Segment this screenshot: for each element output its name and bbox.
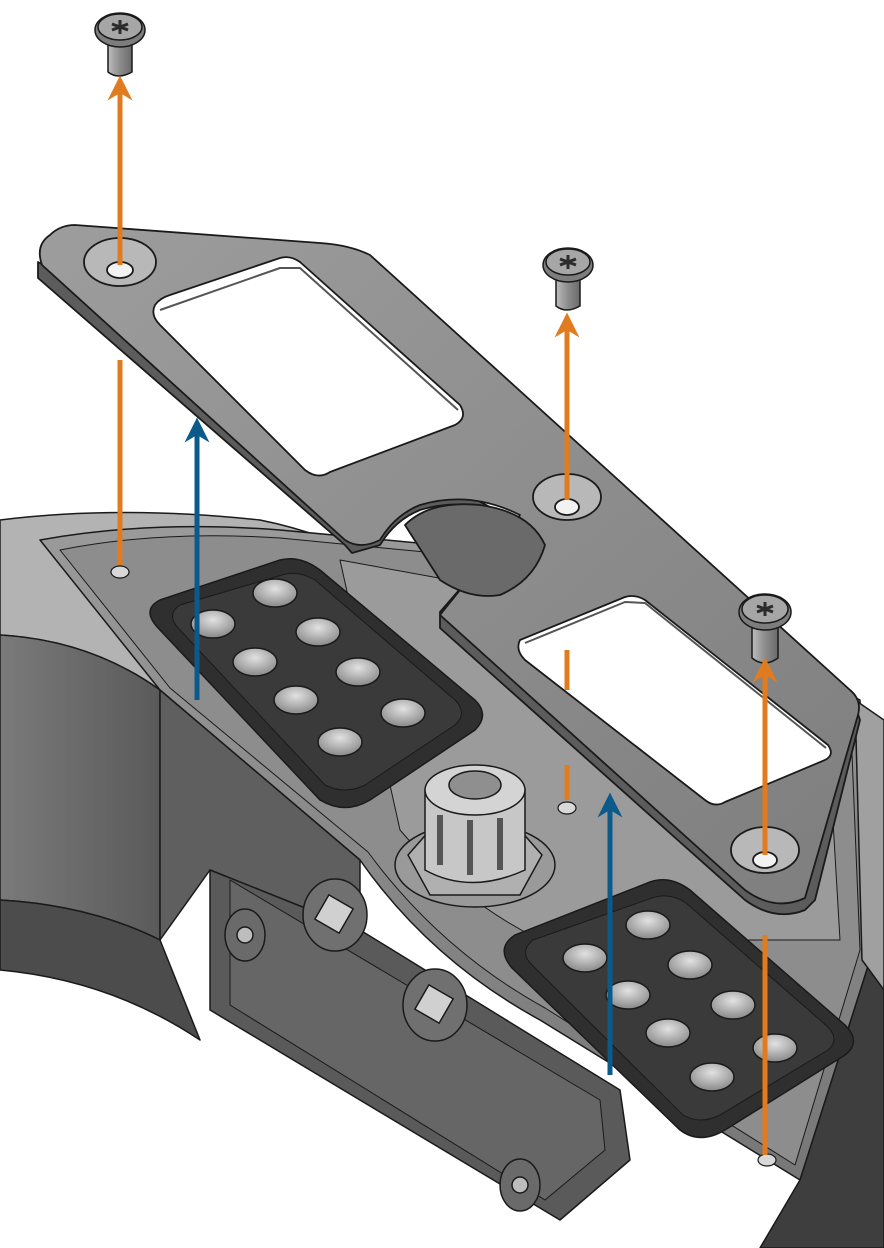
connector-upper-face xyxy=(172,572,462,791)
plate-cutout-small xyxy=(517,595,832,806)
connector-lower-pin xyxy=(645,1018,691,1048)
connector-upper-pin xyxy=(232,647,278,677)
housing-holes xyxy=(110,565,777,1167)
housing-front-panel-face xyxy=(229,879,606,1201)
screw-3 xyxy=(738,593,792,664)
connector-upper-pin xyxy=(380,698,426,728)
screws xyxy=(94,12,792,664)
housing-hole-1 xyxy=(110,565,130,579)
housing-left-underside xyxy=(0,899,201,1041)
connector-block-upper xyxy=(149,558,484,809)
connector-upper-pin xyxy=(273,685,319,715)
center-post xyxy=(394,764,556,908)
connector-lower-pin xyxy=(605,980,651,1010)
connector-upper-pin xyxy=(317,727,363,757)
connector-upper-pin xyxy=(295,617,341,647)
plate-cutout-large xyxy=(152,256,464,477)
screw-2 xyxy=(542,247,594,311)
connector-upper-pin xyxy=(190,609,236,639)
connector-lower-pin xyxy=(689,1062,735,1092)
removal-arrows xyxy=(107,75,778,1155)
front-socket-screws xyxy=(224,878,541,1212)
housing-right-wall xyxy=(854,699,884,991)
connector-lower-pin xyxy=(752,1033,798,1063)
plate-round-window xyxy=(404,503,546,597)
connector-upper-pin xyxy=(252,578,298,608)
connector-lower-pin xyxy=(625,910,671,940)
housing-left-side xyxy=(0,634,161,941)
connector-lower-pin xyxy=(667,950,713,980)
screw-1 xyxy=(94,12,146,77)
housing-right-side xyxy=(759,959,884,1248)
connector-lower-pin xyxy=(710,990,756,1020)
housing-hole-3 xyxy=(757,1153,777,1167)
lift-arrows xyxy=(184,417,623,1075)
connector-lower-pin xyxy=(562,943,608,973)
housing-hole-2 xyxy=(557,801,577,815)
connector-upper-pin xyxy=(335,657,381,687)
center-post-top-inner xyxy=(448,770,502,800)
